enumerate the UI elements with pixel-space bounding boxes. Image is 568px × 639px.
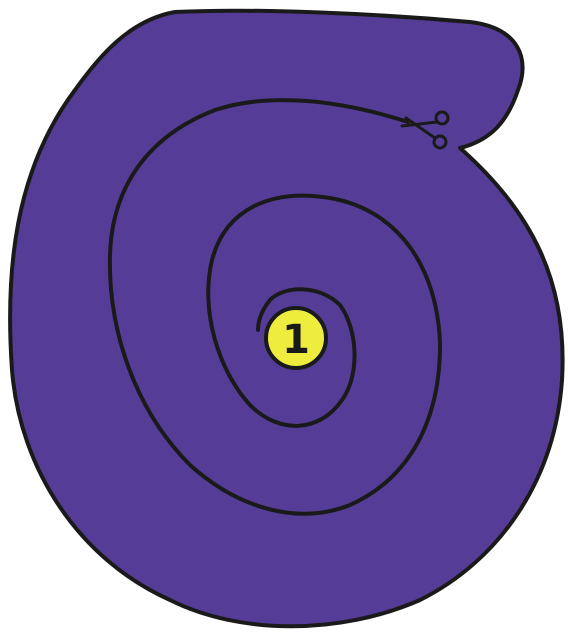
step-badge-label: 1 xyxy=(282,317,310,363)
step-badge: 1 xyxy=(266,308,326,368)
